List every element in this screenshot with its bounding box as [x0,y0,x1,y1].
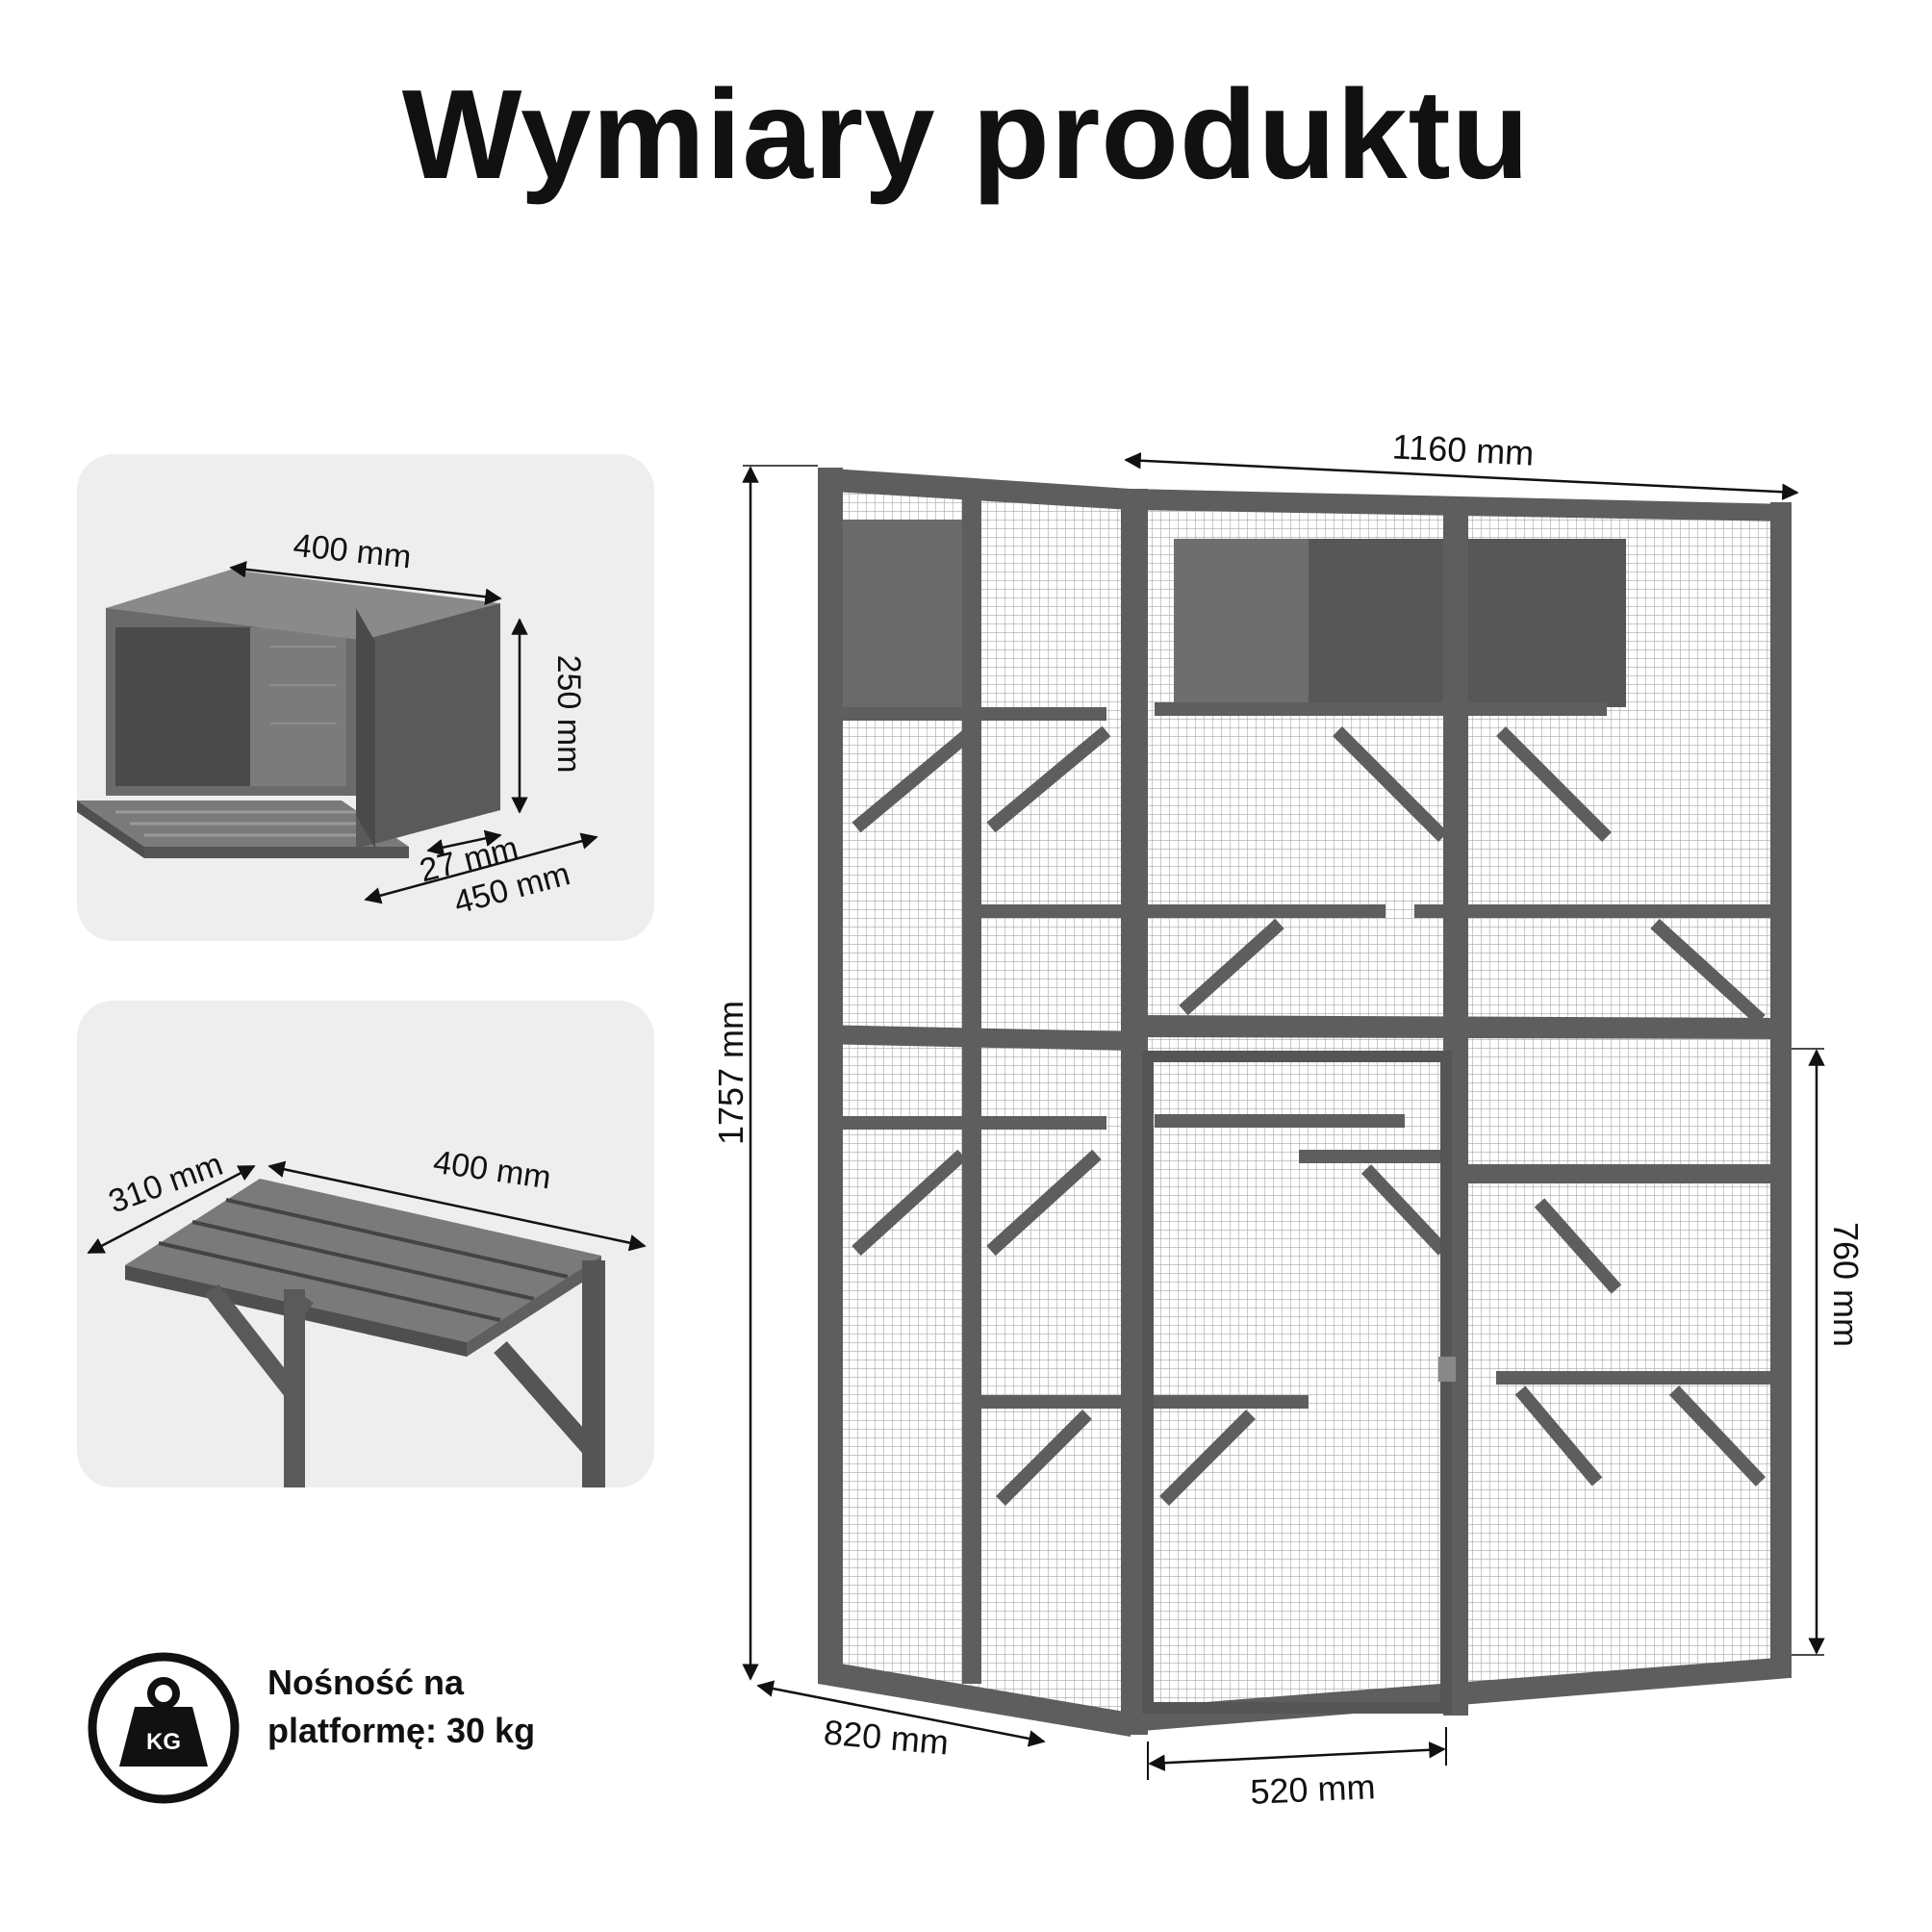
weight-capacity-text: Nośność na platformę: 30 kg [267,1659,535,1755]
interior-house-left [837,520,981,712]
catio-width-label: 1160 mm [1391,426,1535,472]
weight-icon-label: KG [146,1729,181,1755]
catio-height-label: 1757 mm [711,1001,750,1145]
weight-capacity-line1: Nośność na [267,1663,465,1702]
house-dimension-panel: 400 mm 250 mm 27 mm 450 mm [77,454,654,941]
interior-house-front-left [1174,539,1318,707]
catio-door-width-label: 520 mm [1250,1767,1377,1812]
interior-shelves [837,702,1780,1409]
weight-capacity-line2: platformę: 30 kg [267,1711,536,1750]
page-title: Wymiary produktu [401,64,1531,205]
cat-house-illustration: 400 mm 250 mm 27 mm 450 mm [77,527,598,922]
house-height-label: 250 mm [550,655,587,774]
interior-braces [852,725,1767,1506]
kettlebell-icon [119,1707,208,1767]
weight-capacity-icon: KG [88,1652,240,1804]
shelf-illustration: 310 mm 400 mm [87,1144,647,1487]
catio-frame [818,468,1792,1737]
shelf-dimension-panel: 310 mm 400 mm [77,1001,654,1487]
catio-section-height-label: 760 mm [1826,1222,1866,1347]
kettlebell-handle [147,1677,180,1710]
catio-door[interactable] [1142,1051,1452,1714]
door-latch[interactable] [1438,1357,1456,1382]
